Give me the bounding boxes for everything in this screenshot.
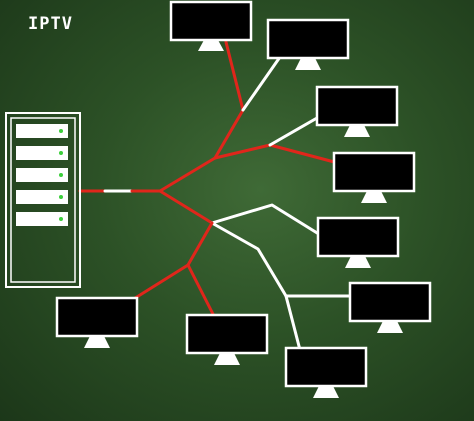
link-split-to-monitor-2 [241, 55, 282, 112]
monitor-icon [266, 18, 350, 70]
drive-bay [16, 212, 68, 226]
diagram-title: IPTV [28, 14, 73, 34]
link-upper-node-to-junction [213, 143, 272, 160]
led-indicator [59, 217, 63, 221]
monitor-icon [185, 313, 269, 365]
link-mid-to-monitor-9 [186, 263, 217, 320]
led-indicator [59, 173, 63, 177]
drive-bay [16, 168, 68, 182]
monitor-icon [316, 216, 400, 268]
monitor-icon [315, 85, 399, 137]
link-lower-node-to-mid [186, 221, 214, 267]
network-links [78, 40, 354, 352]
link-split-to-monitor-1 [224, 40, 245, 112]
monitor-icon [284, 346, 368, 398]
link-junction-to-monitor-4 [268, 143, 340, 165]
monitor-icon [55, 296, 139, 348]
led-indicator [59, 129, 63, 133]
link-mid-to-monitor-8 [130, 263, 190, 302]
monitor-icon [332, 151, 416, 203]
link-split-to-monitor-7 [284, 294, 302, 352]
server-rack-icon [5, 112, 81, 288]
link-hub-to-lower-node [158, 189, 214, 225]
led-indicator [59, 151, 63, 155]
drive-bay [16, 190, 68, 204]
link-junction-to-monitor-3 [268, 116, 319, 147]
link-lower-node-to-monitor-5 [210, 203, 324, 238]
monitor-icon [348, 281, 432, 333]
link-upper-node-to-split [213, 108, 245, 160]
link-lower-node-to-split [210, 221, 288, 298]
drive-bay [16, 124, 68, 138]
led-indicator [59, 195, 63, 199]
monitor-icon [169, 0, 253, 51]
drive-bay [16, 146, 68, 160]
link-hub-to-upper-node [158, 156, 217, 193]
